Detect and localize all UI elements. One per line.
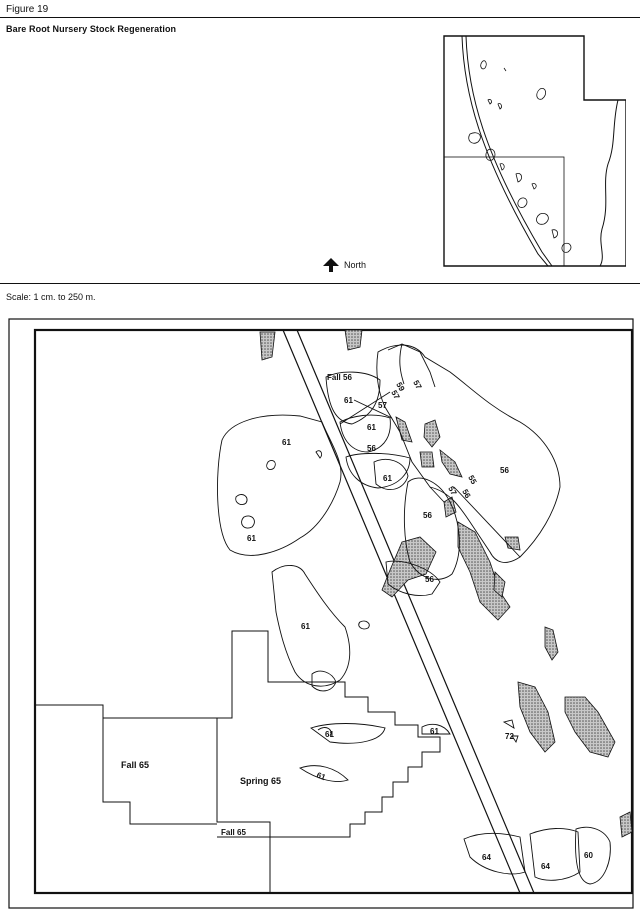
label-64-b: 64 [541, 862, 550, 871]
label-56-b: 56 [500, 466, 509, 475]
label-61-e: 61 [247, 534, 256, 543]
label-61-b: 61 [367, 423, 376, 432]
scale-text: Scale: 1 cm. to 250 m. [6, 292, 96, 302]
label-61-c: 61 [282, 438, 291, 447]
label-61-f: 61 [301, 622, 310, 631]
label-61-a: 61 [344, 396, 353, 405]
label-57-c: 57 [378, 401, 387, 410]
label-61-d: 61 [383, 474, 392, 483]
north-label: North [344, 260, 367, 270]
label-spring-65: Spring 65 [240, 776, 281, 786]
mid-rule [0, 283, 640, 284]
figure-title: Bare Root Nursery Stock Regeneration [6, 24, 177, 34]
label-56-a: 56 [367, 444, 376, 453]
north-arrow: North [322, 257, 366, 273]
label-fall-56: Fall 56 [327, 373, 352, 382]
label-72: 72 [505, 732, 514, 741]
label-60: 60 [584, 851, 593, 860]
label-61-h: 61 [430, 727, 439, 736]
label-55: 55 [466, 474, 478, 487]
north-arrow-icon [323, 258, 339, 272]
label-61-g: 61 [325, 730, 334, 739]
figure-label: Figure 19 [6, 4, 49, 15]
label-64-a: 64 [482, 853, 491, 862]
label-fall-65-a: Fall 65 [121, 760, 149, 770]
label-56-d: 56 [423, 511, 432, 520]
main-map: Fall 56 59 57 57 61 57 61 61 56 61 56 55… [8, 318, 634, 909]
inset-map [443, 35, 626, 267]
label-fall-65-b: Fall 65 [221, 828, 246, 837]
label-57-b: 57 [411, 379, 423, 392]
label-61-i: 61 [315, 771, 327, 783]
label-56-c: 56 [460, 488, 472, 501]
top-rule [0, 17, 640, 18]
label-56-e: 56 [425, 575, 434, 584]
